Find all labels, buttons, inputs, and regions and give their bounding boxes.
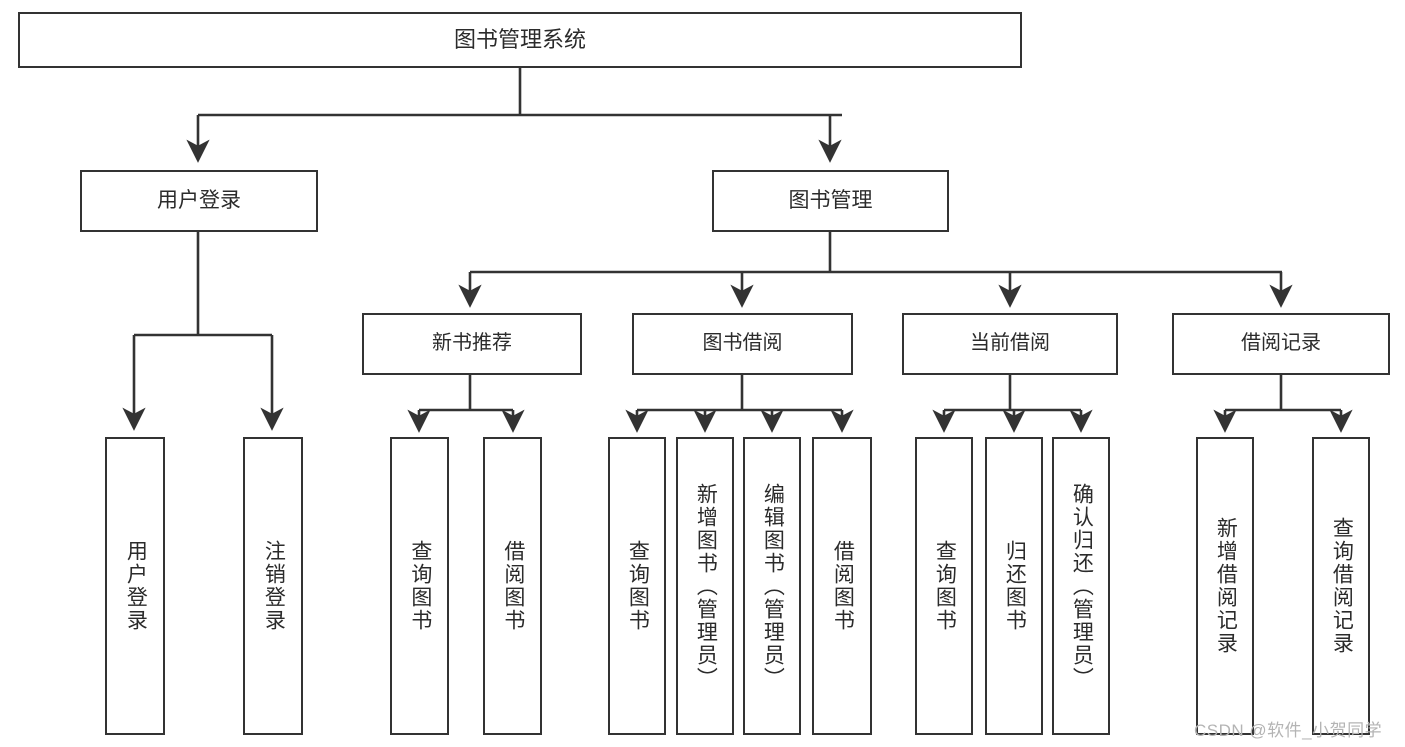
node-label: 借阅图书 (501, 540, 525, 632)
leaf-user-login[interactable]: 用户登录 (105, 437, 165, 735)
node-label: 借阅图书 (831, 540, 855, 632)
node-label: 当前借阅 (970, 332, 1050, 355)
node-label: 借阅记录 (1241, 332, 1321, 355)
node-label: 新增借阅记录 (1214, 517, 1238, 655)
leaf-borrow-book-borrow[interactable]: 借阅图书 (812, 437, 872, 735)
leaf-return-book[interactable]: 归还图书 (985, 437, 1043, 735)
node-label: 用户登录 (157, 188, 241, 212)
leaf-add-borrow-record[interactable]: 新增借阅记录 (1196, 437, 1254, 735)
csdn-watermark: CSDN @软件_小贺同学 (1194, 721, 1383, 740)
node-label: 查询图书 (626, 540, 650, 632)
node-label: 图书管理 (788, 188, 873, 212)
leaf-query-book-recommend[interactable]: 查询图书 (390, 437, 449, 735)
node-current-borrow[interactable]: 当前借阅 (902, 313, 1118, 375)
node-label: 编辑图书（管理员） (761, 482, 785, 690)
leaf-query-book-borrow[interactable]: 查询图书 (608, 437, 666, 735)
node-root-system[interactable]: 图书管理系统 (18, 12, 1022, 68)
node-new-book-recommend[interactable]: 新书推荐 (362, 313, 582, 375)
node-label: 查询图书 (408, 540, 432, 632)
node-user-login[interactable]: 用户登录 (80, 170, 318, 232)
leaf-query-borrow-record[interactable]: 查询借阅记录 (1312, 437, 1370, 735)
node-label: 查询借阅记录 (1330, 517, 1354, 655)
node-label: 新增图书（管理员） (694, 482, 718, 690)
node-book-management[interactable]: 图书管理 (712, 170, 949, 232)
leaf-query-book-current[interactable]: 查询图书 (915, 437, 973, 735)
leaf-add-book-admin[interactable]: 新增图书（管理员） (676, 437, 734, 735)
node-label: 归还图书 (1003, 540, 1027, 632)
node-label: 查询图书 (933, 540, 957, 632)
leaf-edit-book-admin[interactable]: 编辑图书（管理员） (743, 437, 801, 735)
node-borrow-record[interactable]: 借阅记录 (1172, 313, 1390, 375)
node-label: 图书管理系统 (453, 27, 586, 53)
node-label: 用户登录 (124, 540, 148, 632)
node-book-borrow[interactable]: 图书借阅 (632, 313, 853, 375)
leaf-logout[interactable]: 注销登录 (243, 437, 303, 735)
leaf-confirm-return-admin[interactable]: 确认归还（管理员） (1052, 437, 1110, 735)
node-label: 注销登录 (262, 540, 286, 632)
node-label: 图书借阅 (702, 332, 783, 355)
node-label: 新书推荐 (432, 332, 512, 355)
leaf-borrow-book-recommend[interactable]: 借阅图书 (483, 437, 542, 735)
node-label: 确认归还（管理员） (1070, 482, 1094, 690)
